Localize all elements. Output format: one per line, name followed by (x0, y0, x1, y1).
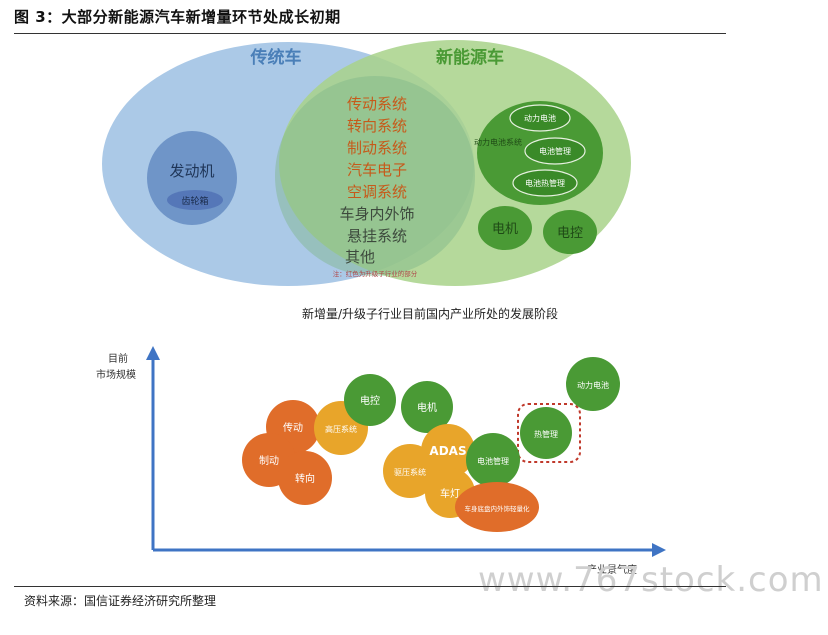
y-axis-arrow (146, 346, 160, 360)
watermark: www.767stock.com (478, 560, 824, 600)
figure-title: 图 3：大部分新能源汽车新增量环节处成长初期 (14, 8, 341, 26)
top-rule (14, 33, 726, 34)
x-axis-label: 产业景气度 (587, 563, 637, 576)
figure-canvas: 传统车 新能源车 发动机 齿轮箱 传动系统 转向系统 制动系统 汽车电子 空调系… (96, 40, 666, 576)
bubble-controller-label: 电控 (360, 394, 380, 407)
bubble-pressure-system-label: 驱压系统 (394, 467, 426, 477)
bubble-steering (278, 451, 332, 505)
bubble-motor-label: 电机 (417, 401, 437, 414)
shared-item-3: 汽车电子 (347, 161, 407, 179)
shared-item-2: 制动系统 (347, 139, 407, 157)
shared-item-0: 传动系统 (347, 95, 407, 113)
battery-sub-1-label: 电池管理 (539, 146, 571, 156)
bubble-adas-label: ADAS (429, 444, 466, 458)
engine-label: 发动机 (169, 162, 214, 180)
gearbox-ellipse (167, 190, 223, 210)
shared-item-4: 空调系统 (347, 183, 407, 201)
bubble-steering-label: 转向 (295, 472, 315, 485)
bubble-thermal-management-label: 热管理 (534, 429, 558, 439)
bubble-body-chassis (455, 482, 539, 532)
bottom-rule (14, 586, 726, 587)
upgrade-highlight-box (517, 403, 581, 463)
bubble-battery-management (466, 433, 520, 487)
battery-system-label: 动力电池系统 (474, 137, 522, 147)
shared-item-1: 转向系统 (347, 117, 407, 135)
bubble-high-voltage-label: 高压系统 (325, 424, 357, 434)
battery-sub-0-label: 动力电池 (524, 113, 556, 123)
bubble-power-battery (566, 357, 620, 411)
bubble-motor (401, 381, 453, 433)
bubble-controller (344, 374, 396, 426)
shared-item-6: 悬挂系统 (347, 227, 407, 245)
bubble-power-battery-label: 动力电池 (577, 380, 609, 390)
venn-note: 注：红色为升级子行业的部分 (333, 269, 418, 278)
y-axis-label-line1: 目前 (108, 352, 128, 365)
bubble-battery-management-label: 电池管理 (477, 456, 509, 466)
battery-sub-2-ellipse (512, 169, 578, 197)
bubble-body-chassis-label: 车身底盘内外饰轻量化 (465, 504, 531, 513)
controller-circle (543, 210, 597, 254)
x-axis-arrow (652, 543, 666, 557)
battery-sub-2-label: 电池热管理 (525, 178, 565, 188)
bubble-thermal-management (520, 407, 572, 459)
source-note: 资料来源：国信证券经济研究所整理 (24, 594, 217, 608)
battery-sub-0-ellipse (509, 104, 571, 132)
motor-label: 电机 (492, 222, 518, 237)
y-axis-label-line2: 市场规模 (96, 368, 136, 381)
section-caption: 新增量/升级子行业目前国内产业所处的发展阶段 (302, 306, 558, 321)
traditional-car-label: 传统车 (250, 47, 302, 68)
motor-circle (478, 206, 532, 250)
bubble-adas (421, 424, 475, 478)
gearbox-label: 齿轮箱 (181, 195, 208, 207)
bubble-transmission-label: 传动 (283, 422, 303, 434)
shared-item-7: 其他 (345, 248, 375, 266)
controller-label: 电控 (557, 226, 583, 241)
shared-item-5: 车身内外饰 (339, 205, 414, 223)
bubble-lamp-label: 车灯 (440, 487, 460, 500)
bubble-braking-label: 制动 (259, 454, 279, 467)
new-energy-car-label: 新能源车 (436, 47, 504, 68)
overlap-region (275, 76, 475, 276)
battery-sub-1-ellipse (524, 137, 586, 165)
